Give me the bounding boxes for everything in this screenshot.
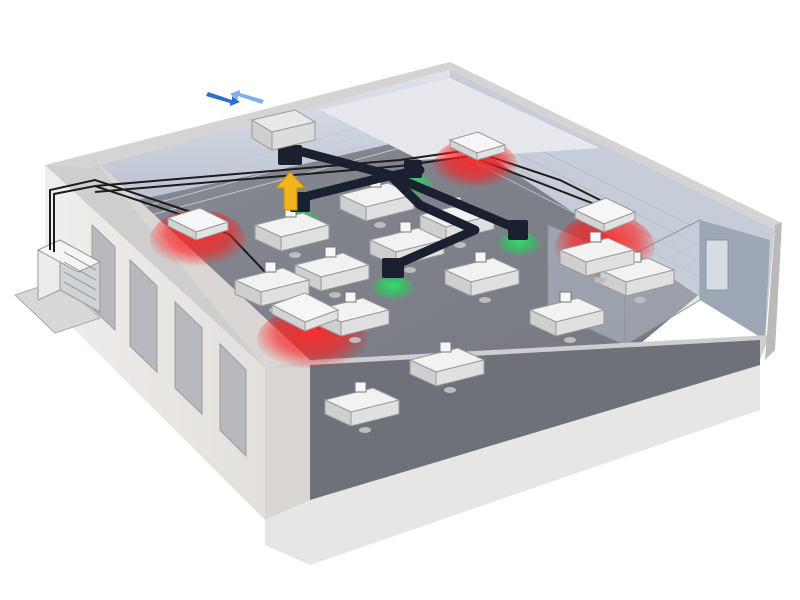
cassette-unit	[448, 131, 507, 161]
fresh-air-glow	[497, 232, 541, 260]
right-wall-cap	[450, 62, 780, 230]
desk	[338, 176, 416, 228]
back-wall-cap	[45, 62, 455, 168]
right-wall-edge	[765, 222, 782, 360]
desk	[233, 261, 311, 313]
desk	[323, 381, 401, 433]
desk	[443, 251, 521, 303]
desk	[558, 231, 636, 283]
front-right-wall-face	[265, 360, 760, 565]
desk	[408, 341, 486, 393]
cassette-unit	[166, 207, 230, 241]
desk	[528, 291, 606, 343]
up-arrow-icon	[274, 171, 307, 211]
exchange-arrows-icon	[206, 90, 264, 106]
fresh-air-glow	[371, 276, 415, 304]
ventilation-unit	[250, 109, 317, 151]
cassette-units	[166, 131, 637, 332]
desk	[253, 206, 331, 258]
cassette-unit	[270, 292, 340, 332]
desks	[233, 176, 676, 433]
door-right	[705, 239, 729, 291]
ceiling-fragment	[320, 78, 600, 160]
cassette-unit	[573, 197, 637, 233]
desk	[293, 246, 371, 298]
